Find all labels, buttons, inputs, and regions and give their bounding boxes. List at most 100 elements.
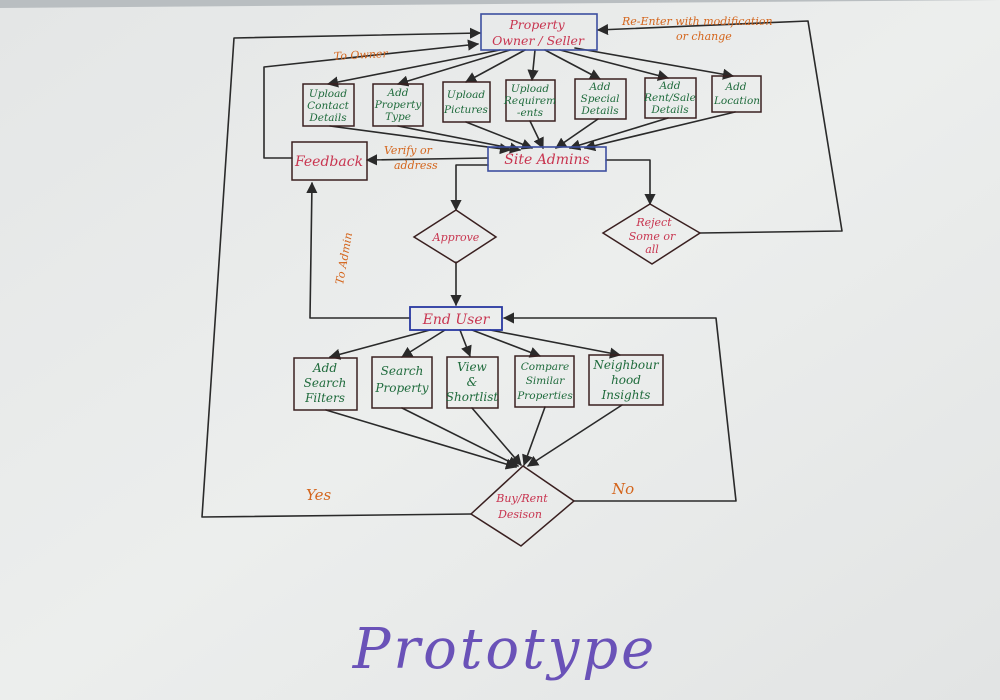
edge-admin-feedback [365, 154, 489, 166]
edge-admin-approve [450, 164, 489, 212]
label-no: No [611, 480, 634, 498]
reject-line-1: Reject [635, 216, 672, 229]
compare-similar-line-3: Properties [516, 390, 573, 402]
node-owner: Property Owner / Seller [480, 13, 598, 51]
upload-pictures-line-2: Pictures [443, 104, 489, 116]
edge-enduser-view [459, 329, 472, 358]
reject-line-3: all [645, 243, 659, 256]
upload-requirements-line-1: Upload [511, 83, 550, 95]
node-end-user: End User [409, 306, 503, 331]
add-property-type-line-1: Add [386, 87, 408, 99]
view-shortlist-line-3: Shortlist [446, 390, 499, 404]
add-special-line-1: Add [588, 81, 610, 93]
upload-pictures-line-1: Upload [447, 89, 486, 101]
edge-upload-requirements-admin [529, 120, 544, 150]
compare-similar-line-1: Compare [521, 361, 570, 373]
node-reject: Reject Some or all [601, 203, 702, 265]
neighbourhood-line-2: hood [611, 373, 641, 387]
upload-requirements-line-3: -ents [517, 107, 544, 119]
add-property-type-line-2: Property [374, 99, 423, 111]
edge-decision-yes-owner [201, 27, 482, 518]
node-upload-requirements: Upload Requirem -ents [503, 79, 556, 122]
upload-contact-line-2: Contact [307, 100, 349, 112]
edge-owner-add-location [574, 47, 735, 80]
edge-owner-add-special [544, 49, 601, 80]
add-rent-sale-line-2: Rent/Sale [643, 92, 696, 104]
edge-owner-add-property-type [396, 49, 511, 87]
label-reenter-line-2: or change [676, 30, 732, 43]
edge-enduser-search [401, 329, 446, 358]
edge-enduser-feedback [306, 181, 411, 319]
node-add-special-details: Add Special Details [574, 78, 627, 120]
add-special-line-3: Details [580, 105, 619, 117]
label-verify-line-1: Verify or [384, 144, 433, 157]
edge-upload-contact-admin [329, 125, 512, 155]
edge-compare-decision [522, 406, 546, 467]
label-verify-line-2: address [394, 159, 438, 172]
label-reenter-line-1: Re-Enter with modification [621, 15, 773, 28]
owner-line-2: Owner / Seller [492, 33, 585, 48]
edge-search-decision [401, 407, 520, 467]
decision-line-1: Buy/Rent [495, 492, 548, 505]
feedback-label: Feedback [294, 154, 363, 170]
label-to-owner: To Owner [333, 47, 388, 63]
edge-admin-reject [605, 159, 656, 206]
edge-add-property-type-admin [397, 125, 522, 154]
edge-owner-upload-pictures [465, 49, 526, 83]
node-approve: Approve [412, 209, 498, 264]
node-upload-pictures: Upload Pictures [442, 81, 491, 123]
view-shortlist-line-1: View [457, 360, 487, 374]
upload-contact-line-1: Upload [309, 88, 348, 100]
node-site-admins: Site Admins [487, 146, 607, 172]
node-buy-rent-decision: Buy/Rent Desison [469, 465, 576, 547]
edge-reject-owner [596, 20, 843, 234]
add-rent-sale-line-3: Details [650, 104, 689, 116]
edge-decision-no-enduser [502, 312, 737, 502]
reject-line-2: Some or [629, 230, 676, 243]
edge-view-decision [471, 407, 522, 466]
compare-similar-line-2: Similar [526, 375, 565, 387]
node-add-property-type: Add Property Type [372, 83, 424, 127]
add-search-filters-line-1: Add [312, 361, 337, 375]
site-admins-label: Site Admins [504, 152, 589, 168]
edge-owner-add-rent-sale [559, 49, 670, 81]
edge-enduser-compare [471, 329, 542, 358]
edge-filters-decision [325, 409, 518, 470]
add-location-line-2: Location [713, 95, 760, 107]
view-shortlist-line-2: & [467, 375, 478, 389]
edge-neighbourhood-decision [527, 404, 623, 467]
node-add-search-filters: Add Search Filters [293, 357, 358, 411]
add-rent-sale-line-1: Add [658, 80, 680, 92]
decision-line-2: Desison [497, 508, 542, 521]
edge-feedback-owner [263, 39, 480, 159]
label-yes: Yes [306, 486, 331, 504]
upload-contact-line-3: Details [308, 112, 347, 124]
end-user-label: End User [422, 312, 491, 328]
node-upload-contact-details: Upload Contact Details [302, 83, 355, 127]
node-view-shortlist: View & Shortlist [446, 356, 499, 409]
add-property-type-line-3: Type [385, 111, 411, 123]
edge-enduser-add-filters [328, 329, 431, 360]
node-add-rent-sale-details: Add Rent/Sale Details [643, 77, 697, 119]
edge-add-special-admin [555, 118, 599, 149]
owner-line-1: Property [508, 17, 565, 32]
edge-owner-upload-requirements [527, 49, 539, 82]
edges [201, 20, 843, 518]
node-compare-similar: Compare Similar Properties [514, 355, 575, 408]
edge-enduser-neighbourhood [489, 329, 622, 359]
edge-owner-upload-contact [326, 49, 501, 88]
node-search-property: Search Property [371, 356, 433, 409]
search-property-line-2: Property [374, 381, 428, 395]
add-search-filters-line-2: Search [304, 376, 347, 390]
add-special-line-2: Special [581, 93, 620, 105]
page-title: Prototype [352, 617, 658, 682]
neighbourhood-line-3: Insights [601, 388, 651, 402]
neighbourhood-line-1: Neighbour [592, 358, 659, 372]
edge-add-location-admin [583, 111, 736, 152]
node-neighbourhood-insights: Neighbour hood Insights [588, 354, 664, 406]
node-feedback: Feedback [291, 141, 368, 181]
upload-requirements-line-2: Requirem [503, 95, 556, 107]
